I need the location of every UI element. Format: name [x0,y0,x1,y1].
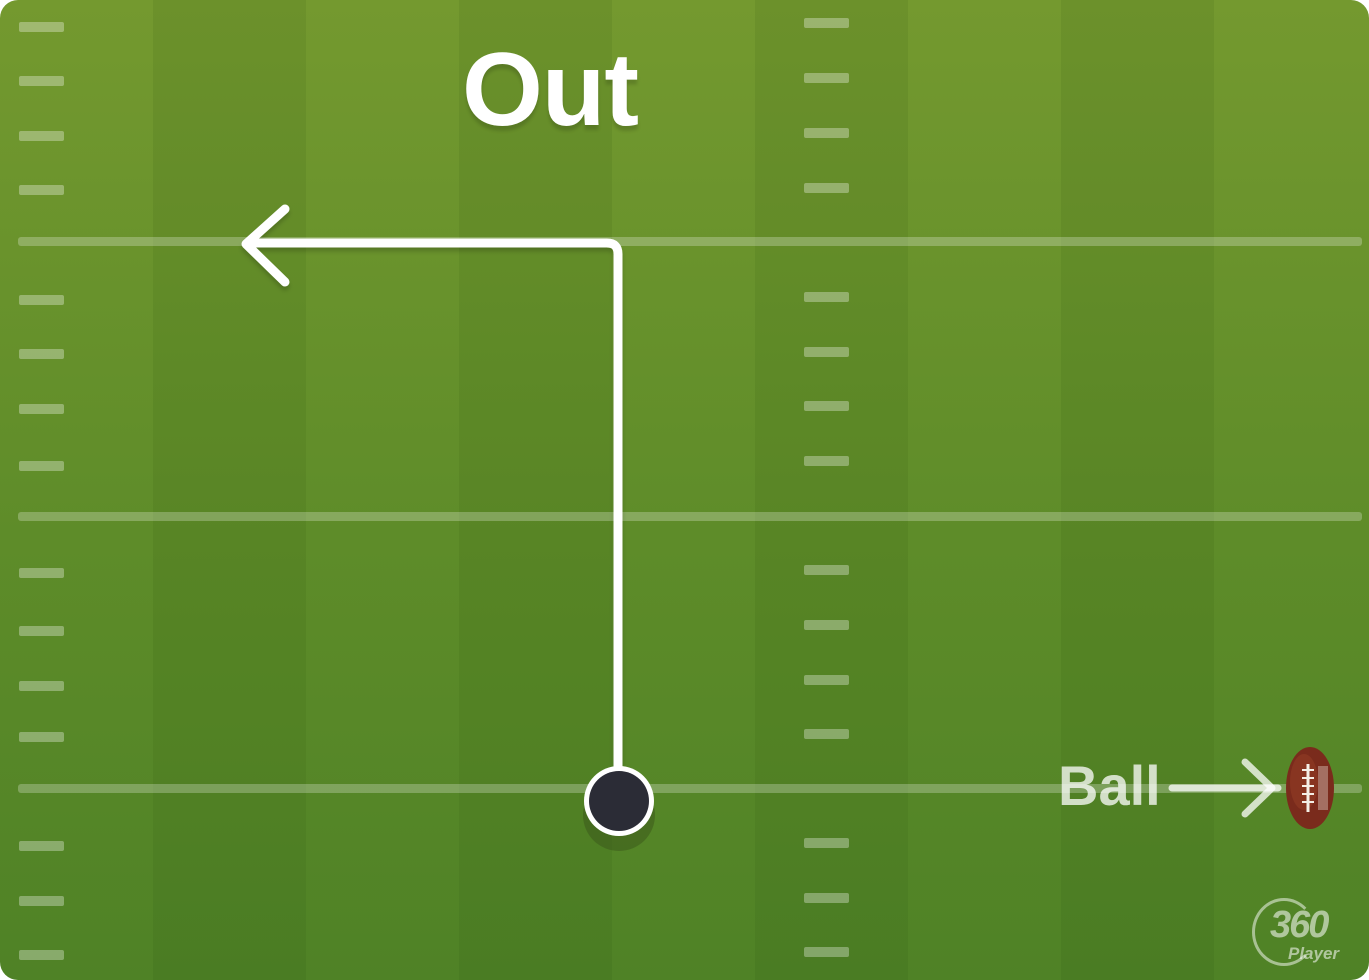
route-line [243,238,623,775]
play-title: Out [462,32,639,148]
hash-mark [804,893,849,903]
brand-logo: 360 Player [1252,896,1352,968]
hash-mark [19,732,64,742]
hash-mark [19,681,64,691]
hash-mark [19,295,64,305]
yard-line [18,784,1362,793]
hash-mark [19,461,64,471]
ball-label: Ball [1058,754,1161,817]
hash-mark [19,896,64,906]
field-stripe [1061,0,1214,980]
logo-ring-icon [1252,898,1316,966]
hash-mark [19,841,64,851]
hash-mark [804,947,849,957]
hash-mark [19,950,64,960]
hash-mark [804,73,849,83]
hash-mark [19,76,64,86]
hash-mark [19,626,64,636]
hash-mark [19,349,64,359]
hash-mark [804,565,849,575]
hash-mark [804,128,849,138]
player-marker-icon[interactable] [583,766,655,851]
hash-mark [804,401,849,411]
field-stripe [153,0,306,980]
hash-mark [804,675,849,685]
hash-mark [19,22,64,32]
hash-mark [19,404,64,414]
hash-mark [19,131,64,141]
hash-mark [804,347,849,357]
hash-mark [804,838,849,848]
hash-mark [804,620,849,630]
hash-mark [804,729,849,739]
hash-mark [804,456,849,466]
right-arrow-icon [1168,758,1282,818]
hash-mark [804,292,849,302]
yard-line [18,512,1362,521]
brand-number: 360 [1270,904,1329,946]
hash-mark [19,185,64,195]
hash-mark [804,18,849,28]
route-out [241,204,623,775]
field-stripe [755,0,908,980]
yard-line [18,237,1362,246]
hash-mark [19,568,64,578]
route-arrowhead-icon [241,204,290,287]
brand-word: Player [1288,944,1340,963]
american-football-icon[interactable] [1286,747,1334,829]
hash-mark [804,183,849,193]
